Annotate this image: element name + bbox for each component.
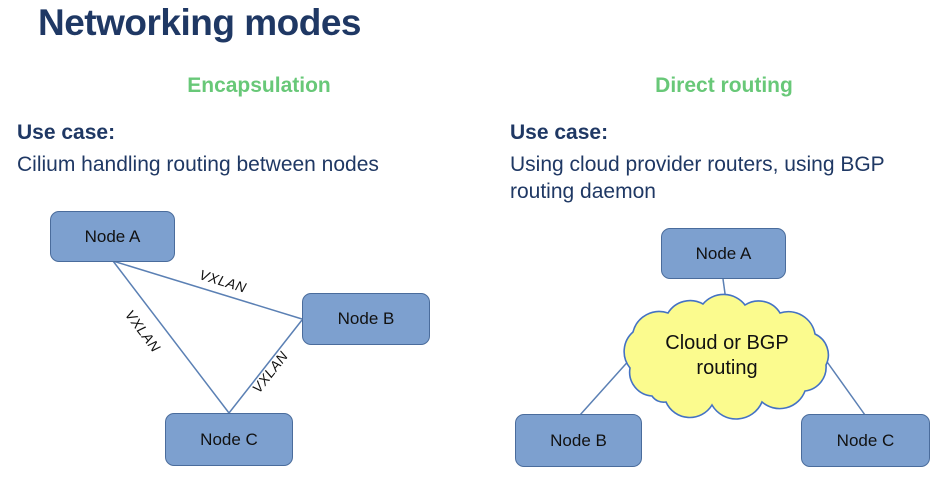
use-case-label-right: Use case: (510, 121, 609, 144)
node-box-b-right: Node B (515, 414, 642, 467)
node-label: Node A (695, 243, 752, 263)
node-box-a-left: Node A (50, 211, 175, 262)
page-title: Networking modes (38, 2, 362, 43)
vxlan-edge-label-ac: VXLAN (122, 306, 164, 356)
cloud-label: Cloud or BGP routing (665, 332, 789, 379)
section-heading-direct-routing: Direct routing (655, 74, 793, 97)
use-case-label-left: Use case: (17, 121, 116, 144)
node-box-a-right: Node A (661, 228, 786, 279)
use-case-text-right: Using cloud provider routers, using BGP … (510, 153, 885, 203)
use-case-text-left: Cilium handling routing between nodes (17, 153, 379, 176)
node-box-b-left: Node B (302, 293, 430, 345)
vxlan-edge-label-ab: VXLAN (197, 266, 249, 296)
node-label: Node B (337, 309, 395, 328)
section-heading-encapsulation: Encapsulation (187, 74, 331, 97)
vxlan-edge-label-bc: VXLAN (248, 347, 292, 397)
node-label: Node C (836, 430, 895, 450)
node-box-c-left: Node C (165, 413, 293, 466)
node-box-c-right: Node C (801, 414, 930, 467)
node-label: Node B (550, 430, 607, 450)
node-label: Node C (200, 429, 258, 449)
node-label: Node A (84, 226, 141, 246)
connector-cloud-nodeC (819, 351, 866, 416)
connector-cloud-nodeB (579, 356, 633, 416)
connector-nodeA-cloud (722, 278, 728, 309)
